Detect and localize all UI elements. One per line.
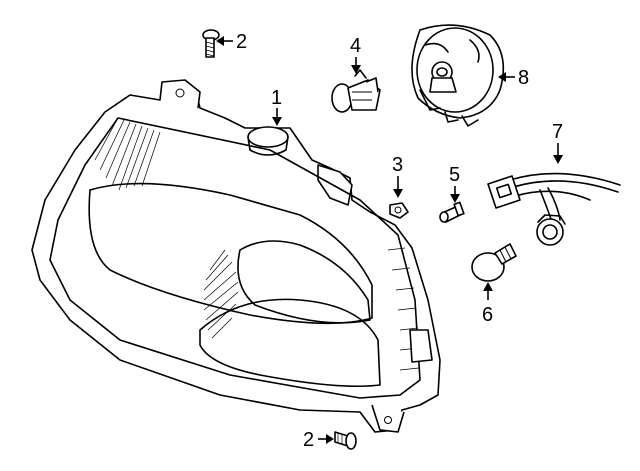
callout-4: 4 — [350, 35, 361, 74]
bolt-bottom — [334, 431, 357, 450]
callout-2-top-label: 2 — [236, 31, 247, 53]
callout-1: 1 — [271, 87, 282, 126]
callout-2-bottom: 2 — [303, 429, 334, 451]
callout-7: 7 — [552, 121, 563, 164]
callout-1-label: 1 — [271, 87, 282, 109]
callout-3: 3 — [392, 154, 403, 198]
callout-3-label: 3 — [392, 154, 403, 176]
callout-2-top: 2 — [216, 31, 247, 53]
callout-8: 8 — [498, 67, 529, 89]
callout-7-label: 7 — [552, 121, 563, 143]
turn-signal-bulb — [471, 243, 517, 282]
callout-8-label: 8 — [518, 67, 529, 89]
callout-2-bottom-label: 2 — [303, 429, 314, 451]
callout-4-label: 4 — [350, 35, 361, 57]
headlamp-assembly — [31, 79, 441, 433]
callout-5: 5 — [449, 164, 460, 203]
callout-6-label: 6 — [482, 304, 493, 326]
bolt-top — [202, 29, 220, 58]
wire-harness — [487, 172, 621, 246]
callout-5-label: 5 — [449, 164, 460, 186]
clip-part — [389, 202, 409, 219]
callout-6: 6 — [482, 282, 493, 326]
wedge-bulb — [439, 201, 465, 223]
socket-cap — [411, 24, 505, 127]
halogen-bulb — [331, 69, 381, 113]
